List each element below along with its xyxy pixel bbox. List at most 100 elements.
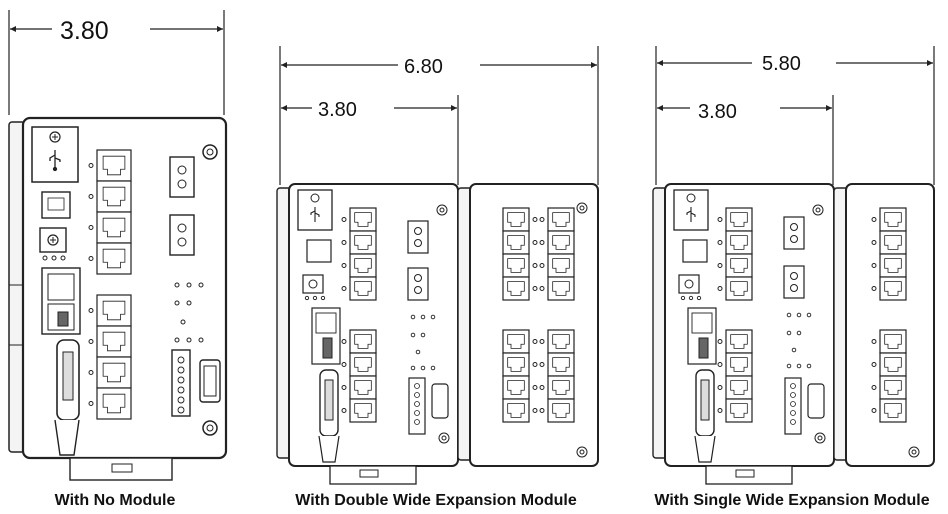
port-led xyxy=(871,339,877,344)
rj45-jack xyxy=(102,300,126,321)
rj45-jack xyxy=(730,334,748,349)
rj45-jack xyxy=(884,212,902,227)
expansion-module-single xyxy=(845,183,935,467)
port-led xyxy=(532,362,538,367)
rj45-port xyxy=(349,398,377,423)
rj45-jack xyxy=(884,380,902,395)
rj45-port xyxy=(547,329,575,354)
caption: With No Module xyxy=(55,492,176,509)
rj45-jack xyxy=(884,334,902,349)
expansion-module-double xyxy=(469,183,599,467)
rj45-jack xyxy=(507,403,525,418)
rj45-port xyxy=(547,276,575,301)
port-led xyxy=(717,217,723,222)
rj45-port xyxy=(547,375,575,400)
rj45-port xyxy=(349,329,377,354)
rj45-port xyxy=(502,230,530,255)
rj45-port xyxy=(725,352,753,377)
rj45-jack xyxy=(507,357,525,372)
rj45-port xyxy=(547,207,575,232)
rj45-jack xyxy=(730,212,748,227)
rj45-jack xyxy=(354,258,372,273)
console-port xyxy=(41,191,71,219)
rj45-port xyxy=(96,211,132,244)
rj45-port xyxy=(879,276,907,301)
rj45-jack xyxy=(102,155,126,176)
terminal-connector xyxy=(169,156,195,256)
rj45-port xyxy=(502,352,530,377)
port-led xyxy=(341,286,347,291)
rj45-jack xyxy=(507,258,525,273)
rj45-port xyxy=(725,375,753,400)
port-led xyxy=(539,339,545,344)
port-led xyxy=(341,217,347,222)
port-led xyxy=(88,401,94,406)
rj45-port xyxy=(879,398,907,423)
port-led xyxy=(532,286,538,291)
rj45-jack xyxy=(507,235,525,250)
port-led xyxy=(717,339,723,344)
rj45-jack xyxy=(102,331,126,352)
rj45-port xyxy=(879,230,907,255)
port-led xyxy=(341,240,347,245)
port-led xyxy=(717,240,723,245)
rj45-jack xyxy=(730,258,748,273)
port-led xyxy=(341,339,347,344)
usb-icon xyxy=(49,150,61,172)
power-connector xyxy=(199,359,221,403)
rj45-jack xyxy=(884,258,902,273)
rj45-jack xyxy=(102,362,126,383)
rj45-jack xyxy=(552,380,570,395)
caption: With Double Wide Expansion Module xyxy=(295,492,577,509)
rj45-jack xyxy=(552,235,570,250)
rj45-port xyxy=(349,207,377,232)
port-led xyxy=(532,217,538,222)
port-led xyxy=(539,408,545,413)
port-led xyxy=(871,408,877,413)
rj45-port xyxy=(502,276,530,301)
rj45-port xyxy=(349,276,377,301)
rj45-jack xyxy=(102,217,126,238)
port-led xyxy=(88,339,94,344)
rj45-jack xyxy=(884,235,902,250)
rj45-port xyxy=(349,230,377,255)
rj45-port xyxy=(349,253,377,278)
rj45-port xyxy=(502,207,530,232)
rj45-port xyxy=(879,207,907,232)
dimension-label-total: 6.80 xyxy=(404,56,443,78)
rj45-jack xyxy=(730,380,748,395)
rj45-jack xyxy=(102,186,126,207)
rj45-port xyxy=(725,329,753,354)
rj45-port xyxy=(502,253,530,278)
port-led xyxy=(871,240,877,245)
rj45-port xyxy=(725,253,753,278)
rj45-port xyxy=(725,207,753,232)
rj45-port xyxy=(879,375,907,400)
indicator-leds xyxy=(174,282,204,343)
rj45-jack xyxy=(354,281,372,296)
rj45-port xyxy=(547,253,575,278)
port-led xyxy=(539,385,545,390)
rj45-jack xyxy=(354,403,372,418)
dimension-label-base: 3.80 xyxy=(698,101,737,123)
rj45-jack xyxy=(354,357,372,372)
port-led xyxy=(871,385,877,390)
rj45-port xyxy=(725,398,753,423)
rj45-port xyxy=(547,398,575,423)
port-led xyxy=(539,286,545,291)
port-led xyxy=(532,385,538,390)
rj45-port xyxy=(96,180,132,213)
rj45-port xyxy=(96,325,132,358)
port-led xyxy=(717,408,723,413)
port-led xyxy=(341,263,347,268)
port-led xyxy=(88,370,94,375)
port-led xyxy=(88,308,94,313)
rj45-port xyxy=(96,149,132,182)
mount-hole xyxy=(202,420,218,436)
dimension-lines xyxy=(279,46,599,185)
port-led xyxy=(88,194,94,199)
rj45-port xyxy=(96,356,132,389)
rj45-jack xyxy=(507,281,525,296)
status-leds xyxy=(42,255,66,261)
